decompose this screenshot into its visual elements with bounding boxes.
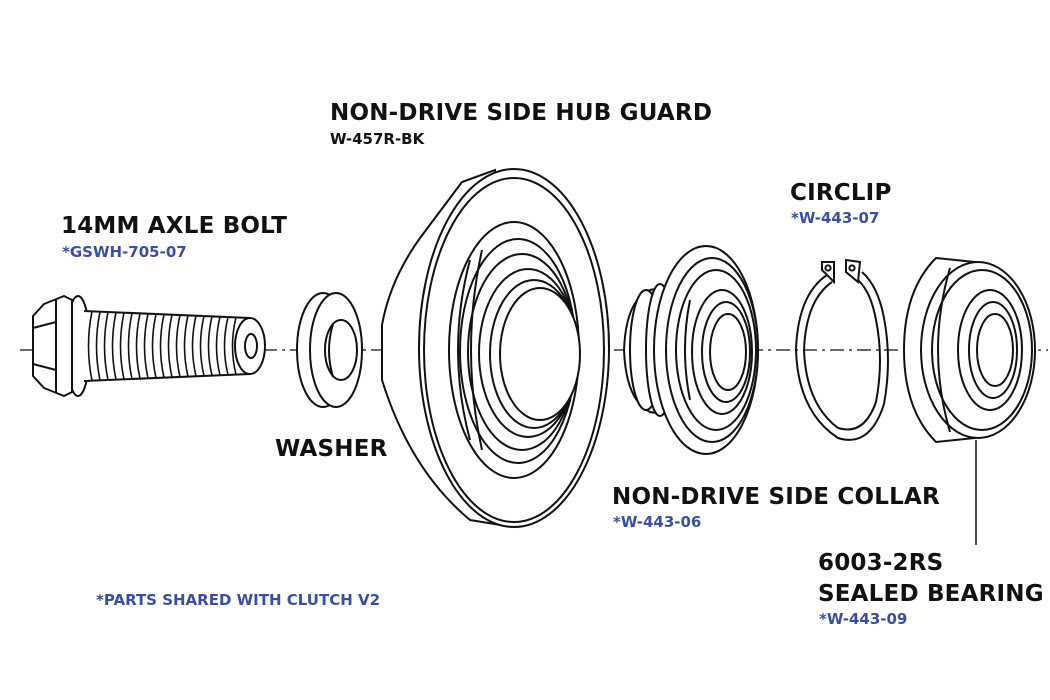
hub-guard-label: NON-DRIVE SIDE HUB GUARD	[330, 100, 713, 126]
bolt-thread	[127, 312, 133, 380]
bolt-thread	[215, 316, 221, 376]
bolt-thread	[231, 317, 237, 375]
hub-guard-code: W-457R-BK	[330, 130, 425, 148]
circlip-drawing	[794, 258, 889, 441]
bearing-label-line1: 6003-2RS	[818, 550, 944, 576]
bolt-thread	[159, 314, 165, 378]
hub-guard-drawing	[381, 168, 610, 529]
bolt-thread	[143, 313, 149, 379]
footnote: *PARTS SHARED WITH CLUTCH V2	[96, 591, 381, 609]
bolt-thread	[151, 313, 157, 379]
bearing-label-line2: SEALED BEARING	[818, 581, 1044, 607]
bolt-thread	[223, 316, 229, 376]
axle-bolt-code: *GSWH-705-07	[62, 243, 187, 261]
bolt-thread	[135, 313, 141, 379]
circlip-code: *W-443-07	[791, 209, 880, 227]
washer-drawing	[296, 292, 363, 408]
bolt-thread	[111, 312, 117, 380]
bolt-thread	[119, 312, 125, 380]
bolt-thread	[87, 311, 93, 381]
axle-bolt-drawing	[32, 295, 266, 397]
collar-drawing	[622, 245, 759, 455]
collar-label: NON-DRIVE SIDE COLLAR	[612, 484, 940, 510]
bolt-thread	[191, 315, 197, 377]
bearing-code: *W-443-09	[819, 610, 908, 628]
bolt-thread	[95, 311, 101, 381]
bolt-thread	[103, 311, 109, 381]
washer-label: WASHER	[275, 436, 388, 462]
bolt-thread	[167, 314, 173, 378]
bolt-thread	[175, 314, 181, 378]
bolt-thread	[207, 316, 213, 376]
bolt-thread	[183, 315, 189, 377]
bolt-thread	[199, 315, 205, 377]
axle-bolt-label: 14MM AXLE BOLT	[61, 213, 288, 239]
collar-code: *W-443-06	[613, 513, 702, 531]
circlip-label: CIRCLIP	[790, 180, 892, 206]
bearing-drawing	[902, 256, 1036, 444]
